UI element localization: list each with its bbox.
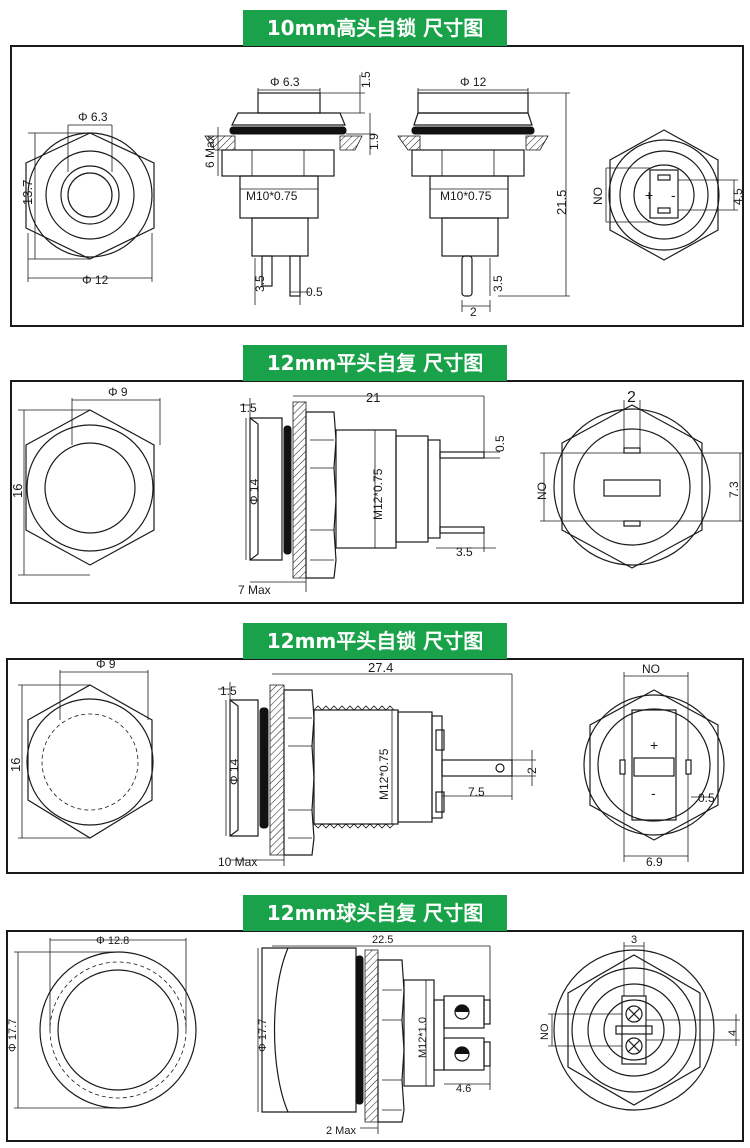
s3-side-pin-w: 2	[525, 767, 539, 774]
s1-side-a-phi: Φ 6.3	[270, 75, 300, 89]
s3-back-minus: -	[651, 785, 656, 801]
s2-back-top: 2	[627, 389, 636, 406]
s2-front-phi: Φ 9	[108, 385, 128, 399]
s2-back-view	[540, 400, 744, 569]
s1-side-a-max: 6 Max	[203, 135, 217, 168]
s1-side-view-b	[397, 88, 570, 312]
s3-back-width: 6.9	[646, 855, 663, 869]
s4-side-view	[257, 945, 491, 1134]
s3-front-height: 16	[8, 758, 23, 772]
s4-side-max: 2 Max	[326, 1125, 356, 1137]
s2-side-phi: Φ 14	[247, 478, 261, 505]
s2-back-dim: 7.3	[727, 481, 741, 498]
s3-back-pin: 0.5	[698, 791, 715, 805]
s3-side-pin-len: 7.5	[468, 785, 485, 799]
panel-12mm-flat-latching	[6, 658, 744, 874]
s1-front-phi-outer: Φ 12	[82, 273, 109, 287]
s1-side-b-pin-w: 2	[470, 305, 477, 319]
s2-side-len: 21	[366, 390, 380, 405]
s1-side-b-pin-len: 3.5	[491, 275, 505, 292]
s4-back-dim: 4	[727, 1030, 739, 1036]
s3-front-view	[18, 670, 154, 839]
s1-side-a-pin-w: 0.5	[306, 285, 323, 299]
s3-side-view	[218, 673, 536, 866]
s2-side-view	[240, 395, 500, 592]
s3-side-phi: Φ 14	[227, 758, 241, 785]
s1-side-a-thread: M10*0.75	[246, 189, 298, 203]
s1-back-plus: +	[645, 187, 653, 203]
s2-back-no: NO	[535, 482, 549, 500]
s3-side-thread: M12*0.75	[377, 748, 391, 800]
s3-side-cap: 1.5	[220, 684, 237, 698]
s4-back-no: NO	[539, 1023, 551, 1040]
s4-front-phi-outer: Φ 17.7	[7, 1019, 19, 1052]
section-title-4: 12mm球头自复 尺寸图	[243, 895, 507, 931]
s3-side-len: 27.4	[368, 660, 393, 675]
s4-side-phi: Φ 17.7	[257, 1019, 269, 1052]
s2-side-pin-len: 3.5	[456, 545, 473, 559]
s1-back-dim: 4.5	[731, 188, 745, 205]
s2-side-cap: 1.5	[240, 401, 257, 415]
s4-back-view	[548, 942, 740, 1111]
s2-side-max: 7 Max	[238, 583, 271, 597]
s1-front-view	[25, 124, 155, 282]
s1-back-no: NO	[591, 187, 605, 205]
s1-back-minus: -	[671, 187, 676, 203]
s4-front-view	[14, 938, 197, 1109]
section-title-3: 12mm平头自锁 尺寸图	[243, 623, 507, 659]
s3-back-view	[583, 672, 725, 862]
s4-side-thread: M12*1.0	[417, 1017, 429, 1058]
s4-front-phi-inner: Φ 12.8	[96, 935, 129, 947]
s1-side-b-thread: M10*0.75	[440, 189, 492, 203]
s4-side-pin: 4.6	[456, 1083, 471, 1095]
s1-side-view-a	[204, 75, 375, 305]
s3-side-max: 10 Max	[218, 855, 257, 869]
s1-front-height: 13.7	[20, 180, 35, 205]
s2-side-pin: 0.5	[493, 435, 507, 452]
s4-side-len: 22.5	[372, 934, 393, 946]
panel-10mm-high-latching	[10, 45, 744, 327]
s1-front-phi-inner: Φ 6.3	[78, 110, 108, 124]
s1-side-b-height: 21.5	[554, 190, 569, 215]
s1-back-view	[605, 129, 738, 261]
panel-12mm-flat-momentary	[10, 380, 744, 604]
section-title-1: 10mm高头自锁 尺寸图	[243, 10, 507, 46]
s1-side-a-pin-len: 3.5	[253, 275, 267, 292]
s1-side-b-phi: Φ 12	[460, 75, 487, 89]
s2-side-thread: M12*0.75	[371, 468, 385, 520]
section-title-2: 12mm平头自复 尺寸图	[243, 345, 507, 381]
s1-side-a-ring: 1.9	[367, 133, 381, 150]
s3-back-no: NO	[642, 662, 660, 676]
s2-front-height: 16	[10, 484, 25, 498]
s1-side-a-cap: 1.5	[359, 71, 373, 88]
s3-front-phi: Φ 9	[96, 657, 116, 671]
s2-front-view	[18, 398, 161, 576]
s4-back-top: 3	[631, 934, 637, 946]
s3-back-plus: +	[650, 737, 658, 753]
